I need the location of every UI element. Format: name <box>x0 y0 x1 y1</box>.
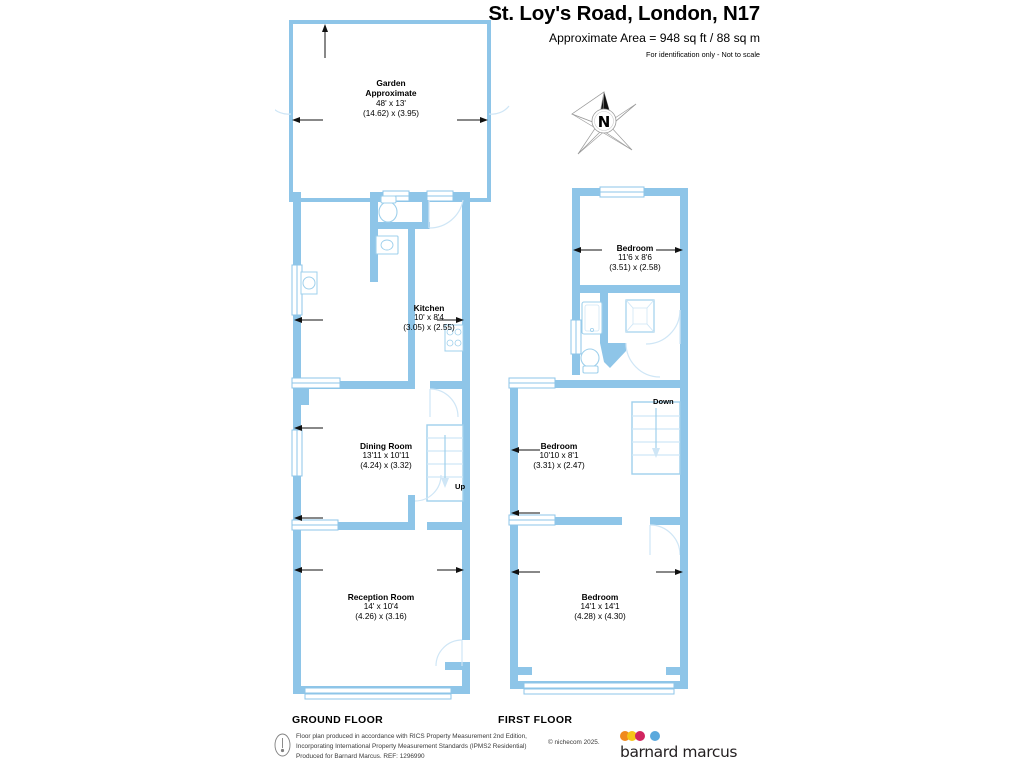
logo-dot-yellow <box>627 731 637 741</box>
staircase-down <box>631 401 681 475</box>
first-floor-plan <box>508 186 688 695</box>
footer-disclaimer: Floor plan produced in accordance with R… <box>296 732 527 762</box>
room-label-bedroom-front: Bedroom 14'1 x 14'1 (4.28) x (4.30) <box>549 592 651 622</box>
reception-room-name: Reception Room <box>347 592 415 602</box>
barnard-marcus-logo: barnard marcus <box>620 731 738 761</box>
kitchen-dim-imperial: 10' x 8'4 <box>414 313 444 323</box>
kitchen-dim-metric: (3.05) x (2.55) <box>403 323 455 333</box>
bath-fixture <box>581 301 603 335</box>
kitchen-name: Kitchen <box>413 303 445 313</box>
floor-caption-first: FIRST FLOOR <box>498 714 573 726</box>
plan-header: St. Loy's Road, London, N17 Approximate … <box>470 2 760 59</box>
reception-room-dim-metric: (4.26) x (3.16) <box>355 612 407 622</box>
garden-dim-metric: (14.62) x (3.95) <box>363 108 419 118</box>
bedroom-rear-dim-imperial: 11'6 x 8'6 <box>618 253 652 263</box>
logo-dot-blue <box>650 731 660 741</box>
ground-floor-plan <box>275 20 510 700</box>
floor-caption-ground: GROUND FLOOR <box>292 714 384 726</box>
footer-line-3: Produced for Barnard Marcus. REF: 129699… <box>296 752 425 760</box>
bedroom-front-name: Bedroom <box>581 592 619 602</box>
approximate-area-text: Approximate Area = 948 sq ft / 88 sq m <box>548 30 760 45</box>
garden-dim-imperial: 48' x 13' <box>376 98 406 108</box>
stair-label-down: Down <box>653 397 674 406</box>
garden-name-2: Approximate <box>365 88 417 99</box>
staircase-up <box>426 424 464 502</box>
room-label-kitchen: Kitchen 10' x 8'4 (3.05) x (2.55) <box>378 303 480 333</box>
page-title: St. Loy's Road, London, N17 <box>488 2 760 25</box>
logo-wordmark: barnard marcus <box>620 743 738 761</box>
bedroom-front-dim-metric: (4.28) x (4.30) <box>574 612 626 622</box>
reception-room-dim-imperial: 14' x 10'4 <box>363 602 399 612</box>
room-label-reception-room: Reception Room 14' x 10'4 (4.26) x (3.16… <box>310 592 452 622</box>
room-label-bedroom-middle: Bedroom 10'10 x 8'1 (3.31) x (2.47) <box>508 441 610 471</box>
sink-fixture <box>300 271 318 295</box>
bedroom-middle-dim-imperial: 10'10 x 8'1 <box>539 451 579 461</box>
room-label-dining-room: Dining Room 13'11 x 10'11 (4.24) x (3.32… <box>323 441 449 471</box>
bedroom-rear-dim-metric: (3.51) x (2.58) <box>609 263 661 273</box>
bedroom-rear-name: Bedroom <box>616 243 654 253</box>
compass-rose-icon: N <box>568 88 640 158</box>
bedroom-middle-name: Bedroom <box>540 441 578 451</box>
logo-dot-orange <box>620 731 630 741</box>
dining-room-dim-imperial: 13'11 x 10'11 <box>362 451 410 461</box>
bedroom-middle-dim-metric: (3.31) x (2.47) <box>533 461 585 471</box>
shower-fixture <box>625 299 655 333</box>
logo-dot-magenta <box>635 731 645 741</box>
dining-room-name: Dining Room <box>359 441 413 451</box>
footer-line-2: Incorporating International Property Mea… <box>296 742 527 750</box>
room-label-garden: Garden Approximate 48' x 13' (14.62) x (… <box>340 78 442 119</box>
identification-disclaimer: For identification only - Not to scale <box>646 49 760 59</box>
garden-name: Garden <box>376 78 406 88</box>
toilet-fixture <box>378 195 398 223</box>
footer-line-1: Floor plan produced in accordance with R… <box>296 733 527 740</box>
stair-label-up: Up <box>455 482 466 491</box>
dining-room-dim-metric: (4.24) x (3.32) <box>360 461 412 471</box>
toilet-fixture-first <box>580 348 600 374</box>
copyright-text: © nichecom 2025. <box>548 739 600 746</box>
bedroom-front-dim-imperial: 14'1 x 14'1 <box>580 602 620 612</box>
rics-badge-icon <box>274 733 291 757</box>
compass-north-label: N <box>598 113 611 131</box>
logo-dots <box>620 731 730 742</box>
room-label-bedroom-rear: Bedroom 11'6 x 8'6 (3.51) x (2.58) <box>584 243 686 273</box>
basin-fixture <box>375 235 399 255</box>
hob-fixture <box>444 324 464 352</box>
